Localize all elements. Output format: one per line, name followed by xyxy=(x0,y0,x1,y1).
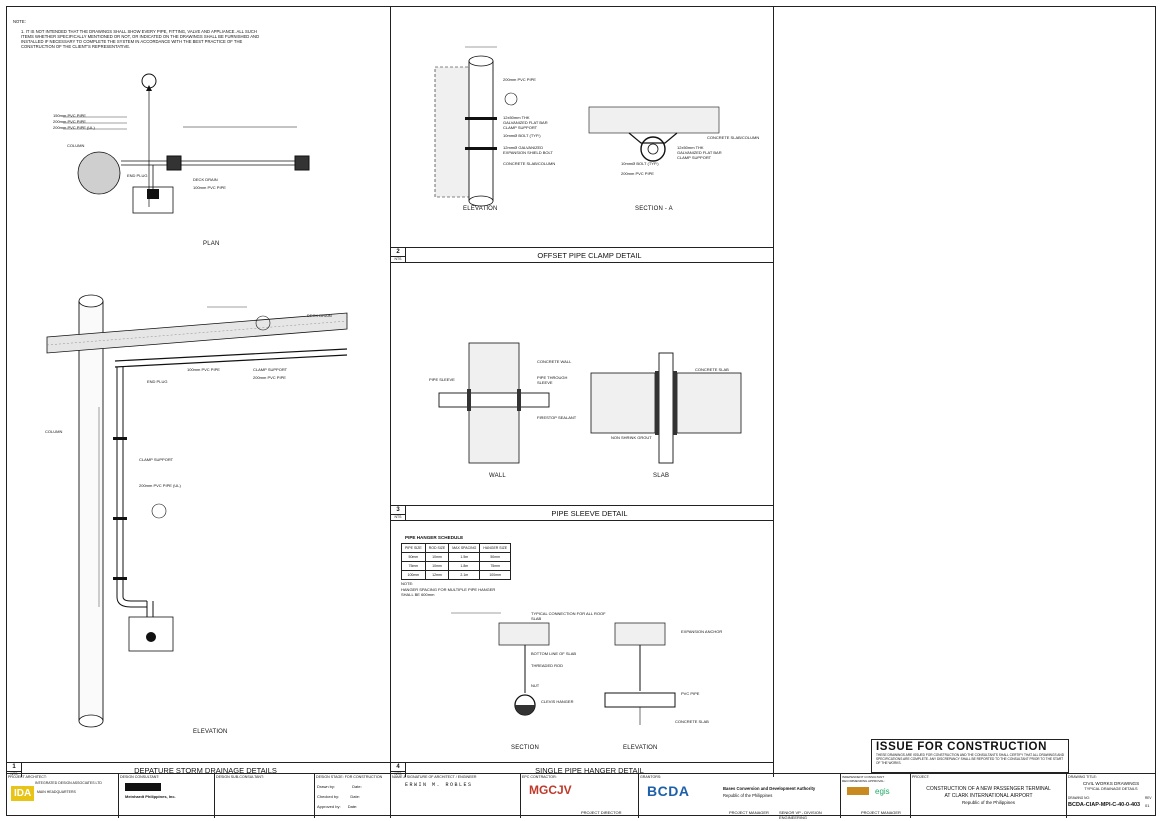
detail-4-drawing xyxy=(451,612,676,725)
elev-callout: DECK DRAIN xyxy=(307,313,332,318)
general-note-text: 1. IT IS NOT INTENDED THAT THE DRAWINGS … xyxy=(21,29,260,49)
tb-independent-consultant: INDEPENDENT CONSULTANT RECOMMENDING APPR… xyxy=(841,774,911,818)
plan-callout: 100mm PVC PIPE xyxy=(193,185,226,190)
detail4-callout: NUT xyxy=(531,683,540,688)
detail3-callout: FIRESTOP SEALANT xyxy=(537,415,577,420)
detail3-callout: CONCRETE WALL xyxy=(537,359,572,364)
elev-callout: END PLUG xyxy=(147,379,168,384)
detail-title: SINGLE PIPE HANGER DETAIL xyxy=(535,766,644,775)
elev-callout: 200mm PVC PIPE xyxy=(253,375,286,380)
detail2-callout: CONCRETE SLAB/COLUMN xyxy=(707,135,760,140)
plan-callout: 200mm PVC PIPE (UL) xyxy=(53,125,95,130)
detail-2-drawing xyxy=(434,46,720,207)
detail-1-panel: NOTE: 1. IT IS NOT INTENDED THAT THE DRA… xyxy=(7,7,391,777)
detail-4-panel: PIPE HANGER SCHEDULE PIPE SIZE ROD SIZE … xyxy=(391,521,774,777)
detail2-callout: 10mmØ BOLT (TYP.) xyxy=(503,133,541,138)
dcci-logo xyxy=(847,787,869,795)
general-note-heading: NOTE: xyxy=(13,19,26,24)
detail3-callout: NON SHRINK GROUT xyxy=(611,435,652,440)
detail-2-panel: 200mm PVC PIPE 12x50mm THK GALVANIZED FL… xyxy=(391,7,774,263)
bcda-logo: BCDA xyxy=(647,783,690,799)
ida-logo: IDA xyxy=(11,786,35,801)
detail2-callout: 10mmØ BOLT (TYP.) xyxy=(621,161,659,166)
detail2-callout: 200mm PVC PIPE xyxy=(503,77,536,82)
plan-callout: END PLUG xyxy=(127,173,148,178)
detail4-callout: TYPICAL CONNECTION FOR ALL ROOF SLAB xyxy=(531,611,606,621)
stamp-text: ISSUE FOR CONSTRUCTION xyxy=(876,741,1048,753)
detail4-elevation-label: ELEVATION xyxy=(623,745,658,751)
elev-callout: COLUMN xyxy=(45,429,63,434)
detail2-section-label: SECTION - A xyxy=(635,206,673,212)
detail2-callout: 12x50mm THK GALVANIZED FLAT BAR CLAMP SU… xyxy=(677,145,722,160)
detail4-callout: CONCRETE SLAB xyxy=(675,719,709,724)
elev-callout: 200mm PVC PIPE (UL) xyxy=(139,483,181,488)
detail-1-drawing xyxy=(46,73,348,728)
detail3-callout: PIPE THROUGH SLEEVE xyxy=(537,375,568,385)
detail2-callout: 200mm PVC PIPE xyxy=(621,171,654,176)
detail-3-drawing xyxy=(438,342,742,464)
issue-stamp: ISSUE FOR CONSTRUCTION THESE DRAWINGS AR… xyxy=(871,739,1069,773)
drawing-sheet: NOTE: 1. IT IS NOT INTENDED THAT THE DRA… xyxy=(6,6,1156,820)
plan-callout: 200mm PVC PIPE xyxy=(53,119,86,124)
detail4-callout: PVC PIPE xyxy=(681,691,700,696)
elev-callout: CLAMP SUPPORT xyxy=(139,457,174,462)
table-row: 100mm 12mm 2.1m 100mm xyxy=(401,570,512,580)
detail3-wall-label: WALL xyxy=(489,473,506,479)
plan-label: PLAN xyxy=(203,241,220,247)
detail-3-panel: CONCRETE WALL PIPE SLEEVE PIPE THROUGH S… xyxy=(391,263,774,521)
tb-design-stage: DESIGN STAGE: FOR CONSTRUCTION Drawn by:… xyxy=(315,774,391,818)
detail-title: DEPATURE STORM DRAINAGE DETAILS xyxy=(134,766,277,775)
egis-logo: egis xyxy=(875,787,890,796)
pipe-hanger-schedule: PIPE SIZE ROD SIZE MAX SPACING HANGER SI… xyxy=(401,543,512,580)
detail3-slab-label: SLAB xyxy=(653,473,670,479)
schedule-title: PIPE HANGER SCHEDULE xyxy=(405,535,464,540)
mgcjv-logo: MGCJV xyxy=(529,783,572,797)
tb-drawing-info: DRAWING TITLE: CIVIL WORKS DRAWINGS TYPI… xyxy=(1068,775,1152,808)
tb-architect-signature: NAME & SIGNATURE OF ARCHITECT / ENGINEER… xyxy=(391,774,521,818)
tb-grantors: GRANTORS: BCDA Bases Conversion and Deve… xyxy=(639,774,841,820)
tb-project-architect: PROJECT ARCHITECT: IDA INTEGRATED DESIGN… xyxy=(7,774,119,818)
tb-design-consultant: DESIGN CONSULTANT: Meinhardt Philippines… xyxy=(119,774,215,818)
architect-name: ERWIN M. ROBLES xyxy=(405,782,473,788)
detail-title: PIPE SLEEVE DETAIL xyxy=(551,509,628,518)
detail4-section-label: SECTION xyxy=(511,745,540,751)
elev-callout: 100mm PVC PIPE xyxy=(187,367,220,372)
detail3-callout: PIPE SLEEVE xyxy=(429,377,455,382)
title-block: PROJECT ARCHITECT: IDA INTEGRATED DESIGN… xyxy=(7,773,1155,820)
detail2-callout: 12mmØ GALVANIZED EXPANSION SHIELD BOLT xyxy=(503,145,553,155)
detail4-callout: CLEVIS HANGER xyxy=(541,699,574,704)
detail2-callout: CONCRETE SLAB/COLUMN xyxy=(503,161,556,166)
tb-epc-contractor: EPC CONTRACTOR: MGCJV PROJECT DIRECTOR xyxy=(521,774,639,818)
plan-callout: 150mm PVC PIPE xyxy=(53,113,86,118)
plan-callout: COLUMN xyxy=(67,143,85,148)
detail4-callout: THREADED ROD xyxy=(531,663,564,668)
detail4-callout: EXPANSION ANCHOR xyxy=(681,629,723,634)
schedule-note-heading: NOTE: xyxy=(401,581,414,586)
schedule-note-text: HANGER SPACING FOR MULTIPLE PIPE HANGER … xyxy=(401,587,496,597)
detail3-callout: CONCRETE SLAB xyxy=(695,367,729,372)
tb-project: PROJECT: CONSTRUCTION OF A NEW PASSENGER… xyxy=(911,774,1067,818)
detail2-elevation-label: ELEVATION xyxy=(463,206,498,212)
detail4-callout: BOTTOM LINE OF SLAB xyxy=(531,651,577,656)
stamp-fine-print: THESE DRAWINGS ARE ISSUED FOR CONSTRUCTI… xyxy=(876,753,1065,765)
meinhardt-logo xyxy=(125,783,161,791)
elevation-label: ELEVATION xyxy=(193,729,228,735)
plan-callout: DECK DRAIN xyxy=(193,177,218,182)
tb-design-subconsultant: DESIGN SUB-CONSULTANT: xyxy=(215,774,315,818)
detail2-callout: 12x50mm THK GALVANIZED FLAT BAR CLAMP SU… xyxy=(503,115,548,130)
detail-title: OFFSET PIPE CLAMP DETAIL xyxy=(537,251,642,260)
elev-callout: CLAMP SUPPORT xyxy=(253,367,288,372)
